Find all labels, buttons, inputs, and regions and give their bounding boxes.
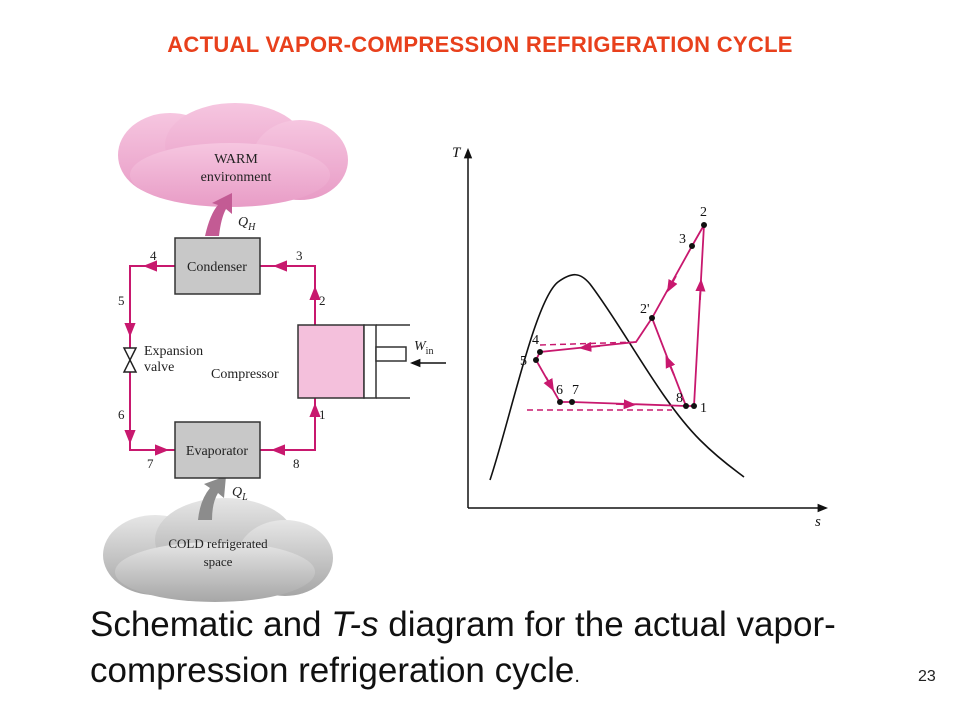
caption-ts-italic: T-s xyxy=(331,605,379,644)
state-5-label: 5 xyxy=(118,293,125,308)
ql-heat-arrow: QL xyxy=(198,476,248,520)
expansion-label-line2: valve xyxy=(144,360,174,375)
win-subscript: in xyxy=(426,346,434,357)
compressor-label: Compressor xyxy=(211,367,279,382)
warm-label-line1: WARM xyxy=(214,152,258,167)
cold-label-line2: space xyxy=(204,554,233,569)
slide-title: ACTUAL VAPOR-COMPRESSION REFRIGERATION C… xyxy=(167,32,793,57)
point-5 xyxy=(533,357,539,363)
s-axis-label: s xyxy=(815,514,821,530)
evaporator-label: Evaporator xyxy=(186,444,249,459)
high-pressure-dashed-line xyxy=(539,341,637,346)
qh-label: Q xyxy=(238,215,248,230)
point-2 xyxy=(701,222,707,228)
caption-text-1: Schematic and xyxy=(90,605,332,644)
qh-subscript: H xyxy=(247,222,256,233)
svg-text:Win: Win xyxy=(414,339,433,357)
schematic: WARM environment COLD refrigerated space… xyxy=(103,103,446,602)
svg-text:QL: QL xyxy=(232,485,248,503)
slide-caption: Schematic and T-s diagram for the actual… xyxy=(90,602,890,699)
state-1-label: 1 xyxy=(319,407,326,422)
point-7 xyxy=(569,399,575,405)
point-4 xyxy=(537,349,543,355)
ts-diagram: T s xyxy=(452,145,829,530)
point-label-1: 1 xyxy=(700,401,707,416)
qh-heat-arrow: QH xyxy=(205,193,256,236)
point-8 xyxy=(683,403,689,409)
ql-label: Q xyxy=(232,485,242,500)
cold-label-line1: COLD refrigerated xyxy=(168,536,268,551)
condenser-box: Condenser xyxy=(174,237,261,295)
state-numbers: 1 2 3 4 5 6 7 8 xyxy=(118,248,326,471)
caption-text-2: diagram for the actual vapor-compression… xyxy=(90,605,836,690)
evaporator-box: Evaporator xyxy=(174,421,261,479)
point-label-8: 8 xyxy=(676,391,683,406)
expansion-valve: Expansion valve xyxy=(122,344,203,375)
point-label-4: 4 xyxy=(532,333,539,348)
cycle-arrows xyxy=(543,275,706,410)
point-1 xyxy=(691,403,697,409)
expansion-label-line1: Expansion xyxy=(144,344,203,359)
t-axis-label: T xyxy=(452,145,462,161)
warm-environment-cloud: WARM environment xyxy=(118,103,348,207)
compressor: Compressor xyxy=(211,324,410,399)
win-label: W xyxy=(414,339,427,354)
point-3 xyxy=(689,243,695,249)
warm-label-line2: environment xyxy=(201,170,272,185)
svg-text:QH: QH xyxy=(238,215,256,233)
point-label-3: 3 xyxy=(679,232,686,247)
state-7-label: 7 xyxy=(147,456,154,471)
state-3-label: 3 xyxy=(296,248,303,263)
point-label-7: 7 xyxy=(572,383,579,398)
point-label-2: 2 xyxy=(700,205,707,220)
point-6 xyxy=(557,399,563,405)
caption-period: . xyxy=(574,665,580,687)
work-input-arrow: Win xyxy=(409,339,446,368)
condenser-label: Condenser xyxy=(187,260,247,275)
state-4-label: 4 xyxy=(150,248,157,263)
state-8-label: 8 xyxy=(293,456,300,471)
point-label-5: 5 xyxy=(520,354,527,369)
point-labels: 1 2 2' 3 4 5 6 7 8 xyxy=(520,205,707,416)
state-2-label: 2 xyxy=(319,293,326,308)
point-2-prime xyxy=(649,315,655,321)
cycle-path xyxy=(534,224,705,407)
page-number: 23 xyxy=(918,668,936,685)
state-6-label: 6 xyxy=(118,407,125,422)
cold-space-cloud: COLD refrigerated space xyxy=(103,498,333,602)
piping-arrows xyxy=(124,260,321,456)
point-label-6: 6 xyxy=(556,383,563,398)
ql-subscript: L xyxy=(241,492,248,503)
point-label-2-prime: 2' xyxy=(640,302,650,317)
state-points xyxy=(533,222,707,409)
saturation-dome xyxy=(489,273,745,481)
